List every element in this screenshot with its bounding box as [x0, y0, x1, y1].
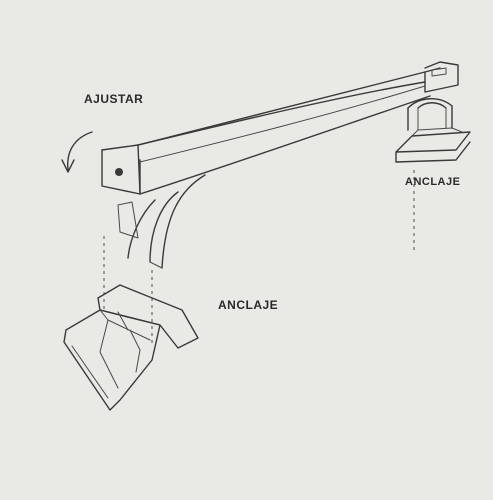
adjust-label: AJUSTAR — [84, 92, 144, 106]
support-beam — [101, 61, 459, 195]
anchor-bottom-part — [63, 284, 199, 411]
anchor-label-right: ANCLAJE — [405, 176, 461, 188]
rotation-arrow-icon — [61, 131, 93, 173]
left-bracket — [117, 174, 206, 269]
guide-lines — [103, 170, 415, 346]
anchor-label-bottom: ANCLAJE — [218, 298, 279, 312]
anchor-right-part — [395, 98, 471, 163]
adjust-hole-icon — [115, 168, 123, 176]
